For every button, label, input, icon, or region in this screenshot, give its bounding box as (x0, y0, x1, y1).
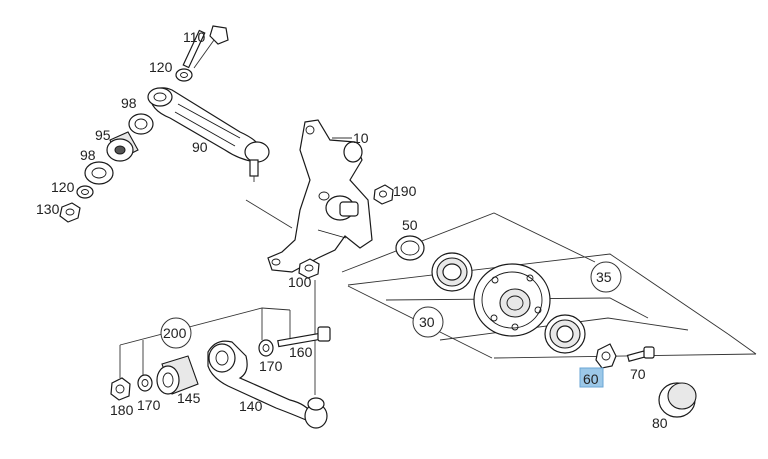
label-90: 90 (192, 139, 208, 155)
wheel-hub (473, 263, 551, 337)
label-35: 35 (596, 269, 612, 285)
label-130: 130 (36, 201, 60, 217)
washer-120-top (175, 68, 193, 82)
label-30: 30 (419, 314, 435, 330)
bushing-145 (156, 355, 199, 395)
label-50: 50 (402, 217, 418, 233)
nut-180 (110, 377, 131, 401)
screw-70 (626, 346, 655, 362)
label-170-left: 170 (137, 397, 161, 413)
label-110: 110 (183, 29, 206, 45)
label-180: 180 (110, 402, 134, 418)
label-60: 60 (583, 371, 599, 387)
bearing-35 (544, 314, 586, 354)
nut-190 (373, 184, 394, 205)
label-98-top: 98 (121, 95, 137, 111)
bolt-160 (277, 326, 331, 348)
label-98-bottom: 98 (80, 147, 96, 163)
label-160: 160 (289, 344, 313, 360)
washer-170-left (137, 374, 153, 392)
label-145: 145 (177, 390, 201, 406)
nut-130 (59, 202, 81, 223)
upper-control-arm-90 (147, 87, 270, 182)
label-100: 100 (288, 274, 312, 290)
label-200: 200 (163, 325, 187, 341)
seal-50 (395, 235, 425, 261)
label-120-bottom: 120 (51, 179, 75, 195)
label-140: 140 (239, 398, 263, 414)
bushing-98-bottom (84, 161, 114, 185)
washer-170-right (258, 339, 274, 357)
bolt-110 (182, 25, 229, 69)
highlight-60 (579, 367, 604, 388)
bushing-95 (106, 131, 139, 162)
callout-circle-30 (412, 306, 444, 338)
lower-control-arm-140 (207, 340, 328, 429)
hub-cap-80 (658, 382, 697, 418)
label-95: 95 (95, 127, 111, 143)
label-170-right: 170 (259, 358, 283, 374)
callout-circle-35 (590, 261, 622, 293)
steering-knuckle-10 (267, 119, 373, 273)
label-10: 10 (353, 130, 369, 146)
label-190: 190 (393, 183, 417, 199)
callout-circle-200 (160, 317, 192, 349)
label-70: 70 (630, 366, 646, 382)
bearing-30 (431, 252, 473, 292)
label-120-top: 120 (149, 59, 173, 75)
clamp-nut-60 (595, 343, 617, 369)
washer-120-bottom (76, 185, 94, 199)
upper-arm-assembly (59, 25, 293, 229)
label-80: 80 (652, 415, 668, 431)
bushing-98-top (128, 113, 154, 135)
